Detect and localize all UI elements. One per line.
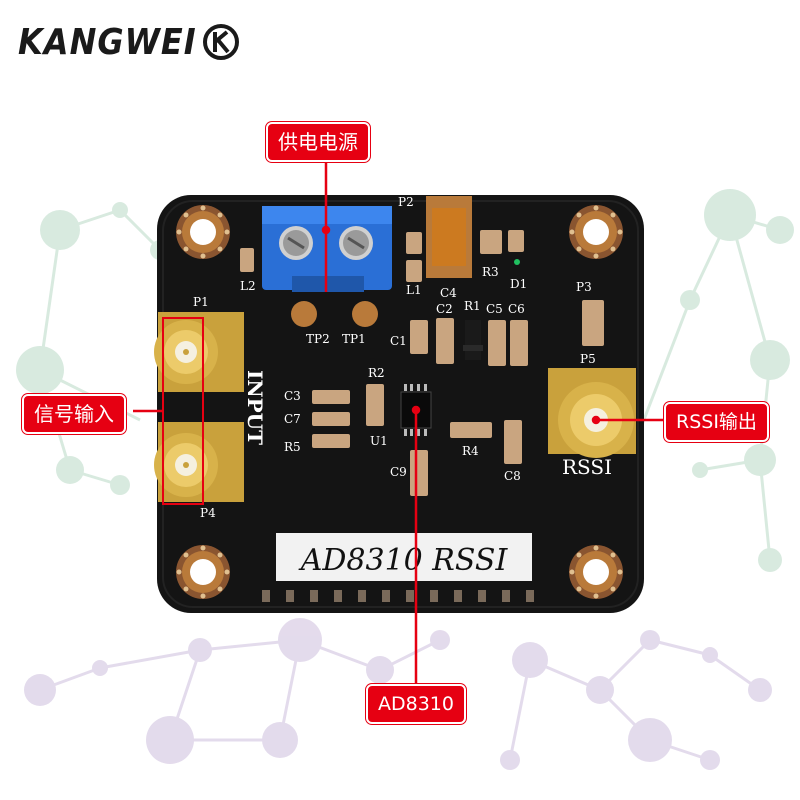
ref-c1: C1 [390, 334, 407, 348]
ref-c6: C6 [508, 302, 525, 316]
mounting-holes [176, 205, 623, 599]
ref-tp2: TP2 [306, 332, 330, 346]
callout-signal-input: 信号输入 [22, 394, 126, 434]
ref-p2: P2 [398, 195, 414, 209]
ref-p4: P4 [200, 506, 216, 520]
header-pads [262, 590, 534, 602]
ref-c9: C9 [390, 465, 407, 479]
ref-u1: U1 [370, 434, 388, 448]
callout-power-supply: 供电电源 [266, 122, 370, 162]
sma-connector-p1 [154, 312, 244, 392]
ref-c2: C2 [436, 302, 453, 316]
capacitor-c4 [426, 196, 472, 278]
ref-r4: R4 [462, 444, 479, 458]
silkscreen-title: AD8310 RSSI [298, 543, 509, 578]
ref-p1: P1 [193, 295, 209, 309]
ref-c5: C5 [486, 302, 503, 316]
ref-c3: C3 [284, 389, 301, 403]
callout-rssi-output: RSSI输出 [664, 402, 769, 442]
brand-mark-icon [202, 24, 239, 60]
ref-p3: P3 [576, 280, 592, 294]
molecule-network-decoration [16, 189, 794, 770]
silkscreen-title-plate [276, 533, 532, 581]
smd-components [240, 230, 604, 496]
ref-p5: P5 [580, 352, 596, 366]
ref-r1: R1 [464, 299, 481, 313]
ref-r5: R5 [284, 440, 301, 454]
brand-logo: KANGWEI [18, 18, 241, 66]
ref-l1: L1 [406, 283, 422, 297]
ref-r2: R2 [368, 366, 385, 380]
sma-connector-p4 [154, 422, 244, 502]
callout-ad8310-chip: AD8310 [366, 684, 466, 724]
sma-connector-p5 [548, 368, 636, 458]
ref-c7: C7 [284, 412, 301, 426]
ref-tp1: TP1 [342, 332, 366, 346]
ref-c8: C8 [504, 469, 521, 483]
callout-pointers [133, 160, 664, 684]
rssi-silkscreen-label: RSSI [562, 455, 612, 479]
brand-name: KANGWEI [18, 21, 197, 63]
ref-c4: C4 [440, 286, 457, 300]
ref-r3: R3 [482, 265, 499, 279]
test-points [291, 301, 378, 327]
input-silkscreen-label: INPUT [243, 370, 267, 445]
ref-d1: D1 [510, 277, 527, 291]
ref-l2: L2 [240, 279, 256, 293]
